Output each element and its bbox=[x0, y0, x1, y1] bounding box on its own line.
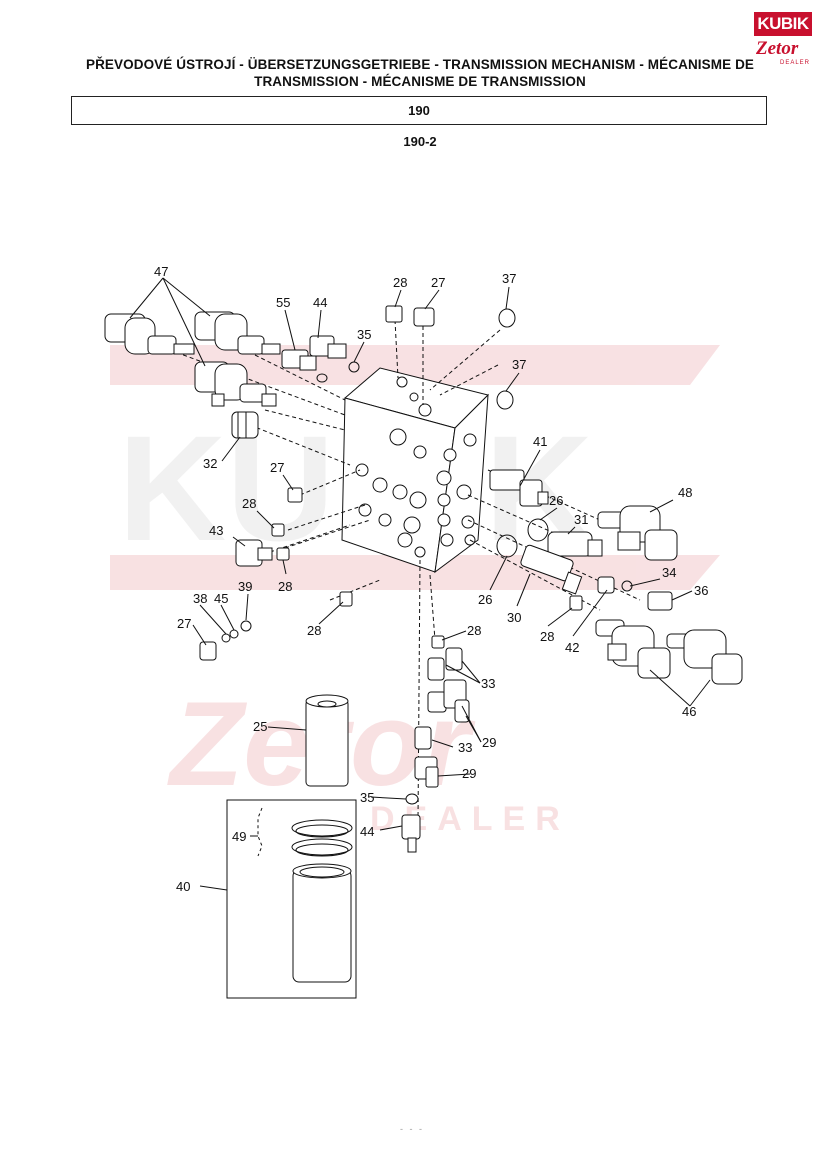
callout-35-top: 35 bbox=[357, 327, 371, 342]
solenoid-47-c bbox=[194, 361, 277, 407]
solenoid-46-a bbox=[595, 619, 671, 679]
page-title: PŘEVODOVÉ ÚSTROJÍ - ÜBERSETZUNGSGETRIEBE… bbox=[85, 57, 755, 89]
callout-28-bottom-left: 28 bbox=[307, 623, 321, 638]
plugs bbox=[199, 305, 583, 661]
callout-33-b: 33 bbox=[458, 740, 472, 755]
callout-28-left: 28 bbox=[242, 496, 256, 511]
valve-41 bbox=[489, 469, 549, 507]
callout-33-a: 33 bbox=[481, 676, 495, 691]
callout-55: 55 bbox=[276, 295, 290, 310]
callout-29-a: 29 bbox=[482, 735, 496, 750]
callout-29-b: 29 bbox=[462, 766, 476, 781]
filter-cartridge-25 bbox=[305, 694, 349, 787]
valve-44-top bbox=[309, 335, 347, 359]
solenoid-46-b bbox=[666, 629, 743, 685]
callout-49: 49 bbox=[232, 829, 246, 844]
callout-28-left2: 28 bbox=[278, 579, 292, 594]
logo-kubik: KUBIK bbox=[754, 12, 812, 36]
sensor-36 bbox=[647, 591, 673, 611]
callout-28-right: 28 bbox=[540, 629, 554, 644]
callout-26-bottom: 26 bbox=[478, 592, 492, 607]
callout-32: 32 bbox=[203, 456, 217, 471]
callout-46: 46 bbox=[682, 704, 696, 719]
group-code-box: 190 bbox=[71, 96, 767, 125]
callout-36: 36 bbox=[694, 583, 708, 598]
seal-rings-49 bbox=[257, 807, 353, 857]
callout-48: 48 bbox=[678, 485, 692, 500]
logo-dealer: DEALER bbox=[780, 60, 811, 66]
callout-44-top: 44 bbox=[313, 295, 327, 310]
callout-labels: 47 28 27 37 55 44 35 37 41 32 27 26 48 2… bbox=[154, 264, 708, 894]
group-code: 190 bbox=[408, 103, 430, 118]
callout-47: 47 bbox=[154, 264, 168, 279]
logo-zetor: Zetor bbox=[756, 38, 799, 59]
callout-25: 25 bbox=[253, 719, 267, 734]
valve-block bbox=[341, 367, 489, 574]
callout-34: 34 bbox=[662, 565, 676, 580]
callout-42: 42 bbox=[565, 640, 579, 655]
solenoid-48 bbox=[597, 505, 678, 561]
callout-26-top: 26 bbox=[549, 493, 563, 508]
callout-27-top: 27 bbox=[431, 275, 445, 290]
solenoid-47-a bbox=[104, 313, 195, 355]
callout-44-bottom: 44 bbox=[360, 824, 374, 839]
valve-44-bottom bbox=[401, 814, 421, 853]
callout-43: 43 bbox=[209, 523, 223, 538]
callout-27-mid: 27 bbox=[270, 460, 284, 475]
filter-housing-box-40 bbox=[226, 799, 357, 999]
watermark-dealer: DEALER bbox=[370, 800, 570, 838]
callout-38: 38 bbox=[193, 591, 207, 606]
fittings-33-29 bbox=[414, 647, 470, 788]
filter-housing-40 bbox=[292, 863, 352, 983]
callout-39: 39 bbox=[238, 579, 252, 594]
leader-lines bbox=[129, 277, 711, 891]
solenoid-47-b bbox=[194, 311, 281, 355]
page-number: - - - bbox=[400, 1124, 424, 1134]
valve-30 bbox=[520, 544, 583, 595]
callout-31: 31 bbox=[574, 512, 588, 527]
plug-32 bbox=[231, 411, 259, 439]
parts-drawing bbox=[104, 277, 743, 999]
valve-55 bbox=[281, 349, 317, 371]
kubik-zetor-logo: KUBIK Zetor DEALER bbox=[754, 12, 816, 70]
valve-31 bbox=[547, 531, 603, 557]
callout-28-top: 28 bbox=[393, 275, 407, 290]
callout-37-mid: 37 bbox=[512, 357, 526, 372]
callout-37-top: 37 bbox=[502, 271, 516, 286]
callout-41: 41 bbox=[533, 434, 547, 449]
sensor-43 bbox=[235, 539, 273, 567]
fitting-42 bbox=[597, 576, 615, 594]
callout-35-bottom: 35 bbox=[360, 790, 374, 805]
callout-30: 30 bbox=[507, 610, 521, 625]
callout-28-bottom-center: 28 bbox=[467, 623, 481, 638]
callout-45: 45 bbox=[214, 591, 228, 606]
callout-40: 40 bbox=[176, 879, 190, 894]
callout-27-bottom: 27 bbox=[177, 616, 191, 631]
subgroup-code: 190-2 bbox=[403, 134, 437, 149]
